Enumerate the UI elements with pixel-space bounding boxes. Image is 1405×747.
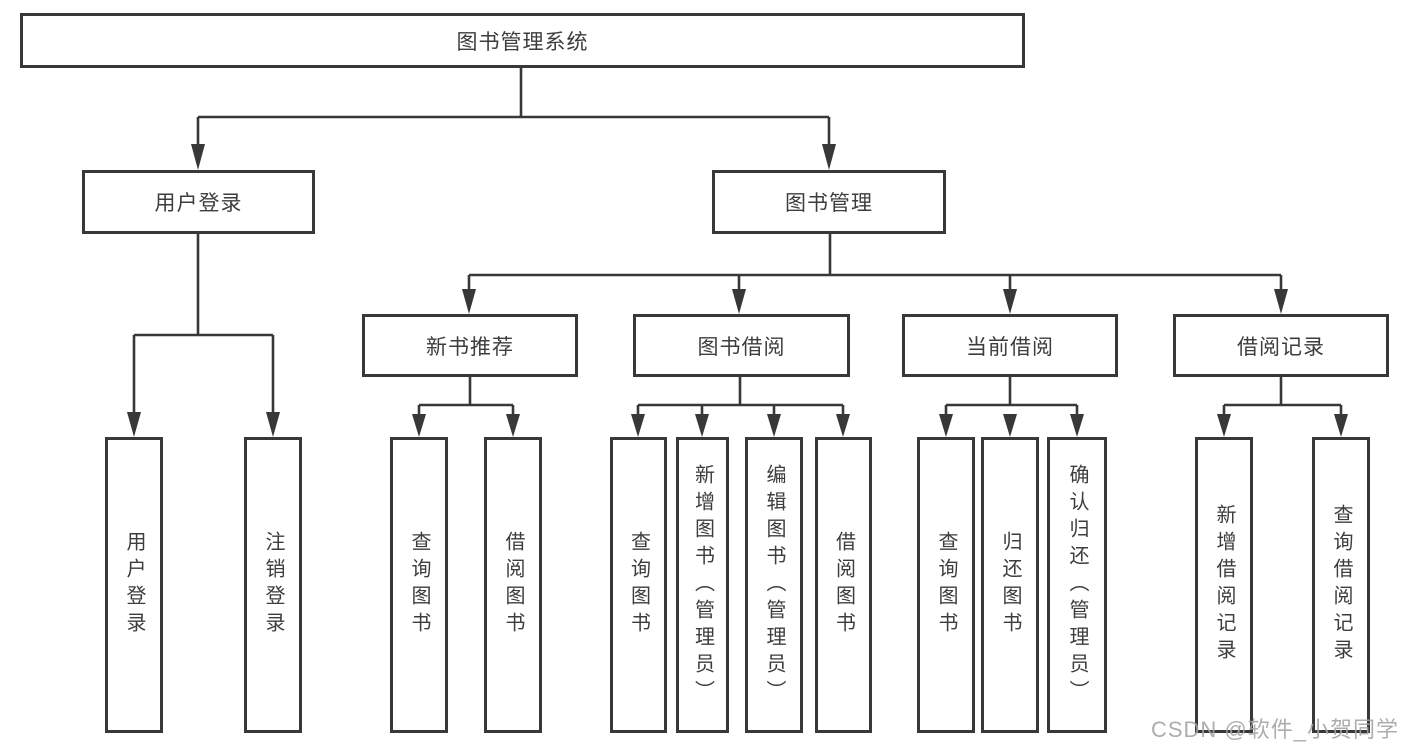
leaf-search-borrow-record: 查询借阅记录	[1312, 437, 1370, 733]
node-new-book-recommend: 新书推荐	[362, 314, 578, 377]
leaf-borrow-books-borrow: 借阅图书	[815, 437, 872, 733]
node-borrow-records: 借阅记录	[1173, 314, 1389, 377]
node-book-borrow: 图书借阅	[633, 314, 850, 377]
leaf-search-books-current: 查询图书	[917, 437, 975, 733]
node-library-system: 图书管理系统	[20, 13, 1025, 68]
node-user-login: 用户登录	[82, 170, 315, 234]
leaf-add-borrow-record: 新增借阅记录	[1195, 437, 1253, 733]
leaf-edit-book-admin: 编辑图书（管理员）	[745, 437, 803, 733]
leaf-confirm-return-admin: 确认归还（管理员）	[1047, 437, 1107, 733]
node-current-borrow: 当前借阅	[902, 314, 1118, 377]
leaf-search-books-borrow: 查询图书	[610, 437, 667, 733]
leaf-logout-login: 注销登录	[244, 437, 302, 733]
leaf-add-book-admin: 新增图书（管理员）	[676, 437, 729, 733]
leaf-return-books: 归还图书	[981, 437, 1039, 733]
leaf-user-login: 用户登录	[105, 437, 163, 733]
node-book-management: 图书管理	[712, 170, 946, 234]
leaf-borrow-books-recommend: 借阅图书	[484, 437, 542, 733]
leaf-search-books-recommend: 查询图书	[390, 437, 448, 733]
csdn-watermark: CSDN @软件_小贺同学	[1150, 717, 1399, 742]
